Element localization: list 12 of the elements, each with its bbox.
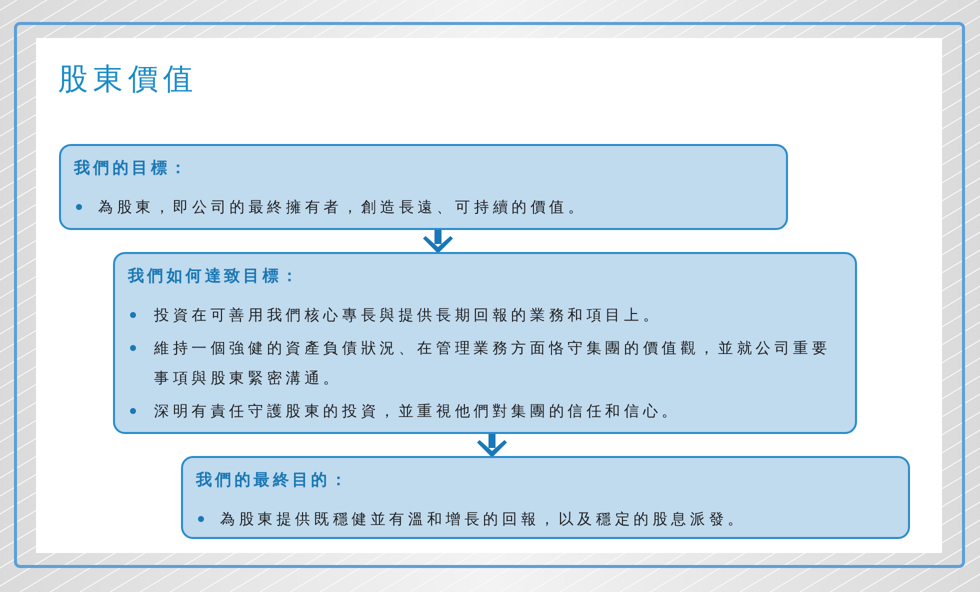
bullet-text: 為股東，即公司的最終擁有者，創造長遠、可持續的價值。 xyxy=(98,197,588,218)
slide-title: 股東價值 xyxy=(58,61,198,99)
box-heading: 我們如何達致目標： xyxy=(128,265,301,287)
box-heading: 我們的目標： xyxy=(74,157,190,179)
bullet-text: 為股東提供既穩健並有溫和增長的回報，以及穩定的股息派發。 xyxy=(220,509,748,530)
rounded-box xyxy=(59,144,788,230)
bullet-text: 維持一個強健的資產負債狀況、在管理業務方面恪守集團的價值觀，並就公司重要事項與股東緊密溝通。 xyxy=(154,338,832,389)
bullet-text: 深明有責任守護股東的投資，並重視他們對集團的信任和信心。 xyxy=(154,401,682,422)
rounded-box xyxy=(181,456,910,539)
box-heading: 我們的最終目的： xyxy=(196,469,350,491)
rounded-box xyxy=(113,252,857,434)
bullet-text: 投資在可善用我們核心專長與提供長期回報的業務和項目上。 xyxy=(154,305,663,326)
